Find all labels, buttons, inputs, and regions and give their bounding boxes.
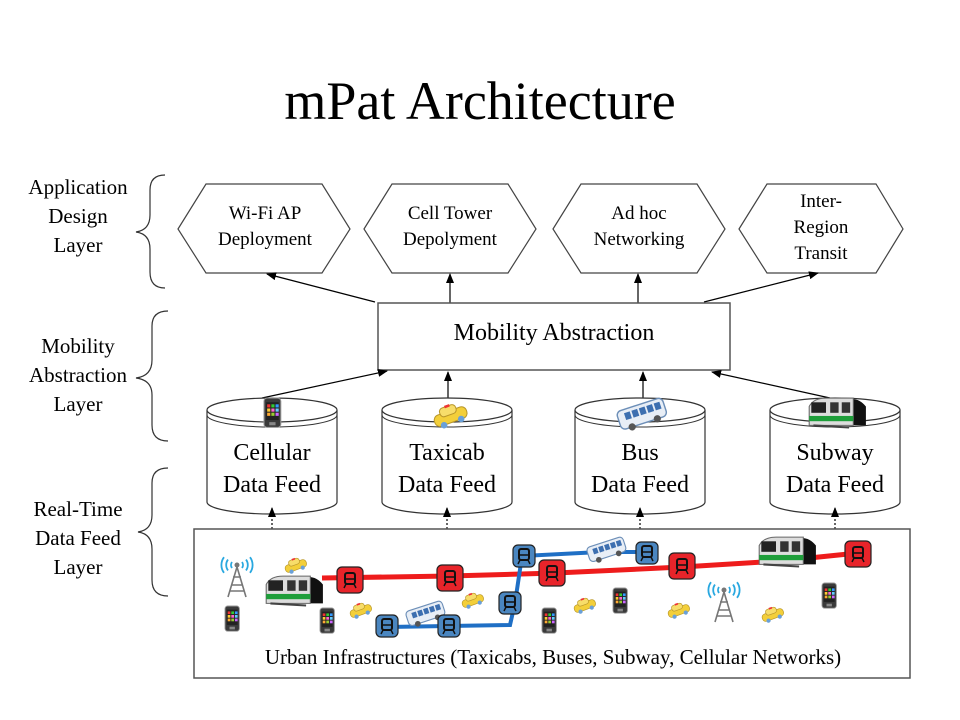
- app-label-line: Inter-: [800, 191, 842, 212]
- bus-stop-icon: [512, 544, 536, 568]
- arrow-from-cellular: [261, 368, 388, 399]
- data-feed-cylinder: [381, 397, 513, 515]
- hexagon-adhoc-networking: [552, 183, 726, 274]
- feed-cellular: Cellular Data Feed: [207, 437, 337, 501]
- label-line: Real-Time: [33, 497, 123, 521]
- taxi-icon: [284, 557, 307, 574]
- arrow-to-transit: [703, 271, 819, 303]
- data-feed-cylinder: [769, 397, 901, 515]
- app-label-line: Depolyment: [403, 229, 497, 250]
- taxi-icon: [667, 602, 690, 619]
- subway-stop-icon: [668, 552, 696, 580]
- bus-stop-icon: [437, 614, 461, 638]
- taxi-icon: [761, 606, 784, 623]
- subway-stop-icon: [436, 564, 464, 592]
- subway-train-icon: [808, 397, 866, 429]
- app-label-line: Ad hoc: [611, 203, 667, 224]
- bus-stop-icon: [498, 591, 522, 615]
- label-line: Layer: [53, 233, 103, 257]
- feed-label-line: Data Feed: [786, 472, 884, 498]
- taxi-icon: [461, 592, 484, 609]
- bus-stop-icon: [375, 614, 399, 638]
- subway-stop-icon: [538, 559, 566, 587]
- layer-label-application: Application Design Layer: [3, 173, 153, 260]
- label-line: Design: [48, 204, 108, 228]
- arrow-to-wifi: [266, 272, 376, 303]
- mobility-abstraction-label: Mobility Abstraction: [453, 320, 655, 346]
- layer-label-feed: Real-Time Data Feed Layer: [3, 495, 153, 582]
- taxi-icon: [349, 602, 372, 619]
- data-feed-cylinder: [574, 397, 706, 515]
- arrow-from-subway: [711, 370, 831, 399]
- cell-tower-icon: [220, 556, 254, 598]
- mobility-abstraction-box: [377, 302, 731, 371]
- phone-icon: [612, 587, 628, 614]
- subway-train-icon: [265, 575, 323, 607]
- subway-stop-icon: [844, 540, 872, 568]
- app-label-line: Transit: [794, 243, 848, 264]
- app-label-line: Cell Tower: [407, 203, 493, 224]
- label-line: Layer: [53, 392, 103, 416]
- app-label-line: Deployment: [218, 229, 312, 250]
- hexagon-wifi-ap-deployment: [177, 183, 351, 274]
- layer-label-mobility: Mobility Abstraction Layer: [3, 332, 153, 419]
- subway-stop-icon: [336, 566, 364, 594]
- bus-icon: [586, 536, 627, 563]
- data-feed-cylinder: [206, 397, 338, 515]
- bus-icon: [405, 600, 446, 627]
- hexagon-cell-tower-deployment: [363, 183, 537, 274]
- brace-app-layer: [135, 174, 166, 289]
- label-line: Abstraction: [29, 363, 127, 387]
- feed-label-line: Taxicab: [409, 440, 485, 466]
- app-label-line: Wi-Fi AP: [228, 203, 302, 224]
- hexagon-inter-region-transit: [738, 183, 904, 274]
- phone-icon: [319, 607, 335, 634]
- phone-icon: [224, 605, 240, 632]
- phone-icon: [821, 582, 837, 609]
- cell-tower-icon: [707, 581, 741, 623]
- phone-icon: [541, 607, 557, 634]
- feed-taxicab: Taxicab Data Feed: [382, 437, 512, 501]
- feed-label-line: Data Feed: [223, 472, 321, 498]
- app-label-line: Region: [793, 217, 849, 238]
- feed-label-line: Subway: [796, 440, 874, 466]
- label-line: Layer: [53, 555, 103, 579]
- brace-mobility-layer: [135, 310, 169, 442]
- feed-subway: Subway Data Feed: [770, 437, 900, 501]
- brace-feed-layer: [137, 467, 169, 597]
- label-line: Mobility: [41, 334, 115, 358]
- label-line: Application: [28, 175, 128, 199]
- taxi-icon: [433, 404, 468, 429]
- phone-icon: [263, 397, 282, 428]
- subway-train-icon: [758, 536, 816, 568]
- app-label-line: Networking: [593, 229, 685, 250]
- feed-label-line: Bus: [621, 440, 659, 466]
- feed-label-line: Data Feed: [398, 472, 496, 498]
- app-cell-tower-deployment: Cell Tower Depolyment: [380, 201, 520, 253]
- feed-bus: Bus Data Feed: [575, 437, 705, 501]
- urban-infrastructure-caption: Urban Infrastructures (Taxicabs, Buses, …: [264, 645, 842, 669]
- app-wifi-ap-deployment: Wi-Fi AP Deployment: [195, 201, 335, 253]
- bus-icon: [616, 397, 668, 431]
- feed-label-line: Cellular: [233, 440, 311, 466]
- page-title: mPat Architecture: [284, 71, 676, 131]
- feed-label-line: Data Feed: [591, 472, 689, 498]
- taxi-icon: [573, 597, 596, 614]
- bus-stop-icon: [635, 541, 659, 565]
- app-adhoc-networking: Ad hoc Networking: [569, 201, 709, 253]
- label-line: Data Feed: [35, 526, 121, 550]
- app-inter-region-transit: Inter- Region Transit: [751, 189, 891, 267]
